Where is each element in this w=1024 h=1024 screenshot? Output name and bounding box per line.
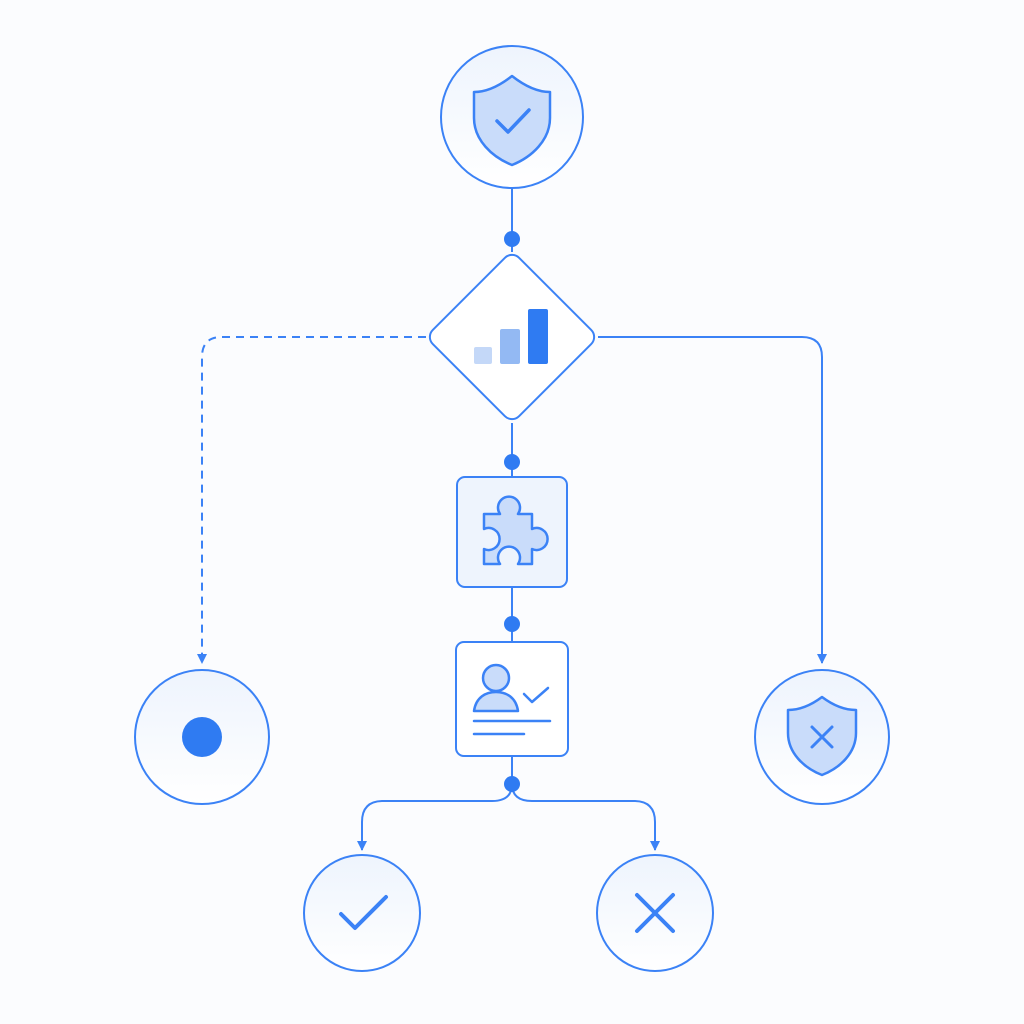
approve-node[interactable] <box>303 854 421 972</box>
decision-node[interactable] <box>426 251 599 424</box>
end-right-node[interactable] <box>754 669 890 805</box>
checkmark-icon <box>339 895 388 930</box>
signal-bars-icon <box>474 309 548 364</box>
id-card-check-icon <box>472 663 552 736</box>
connector-start-to-decision <box>504 188 520 252</box>
junction-dot <box>504 454 520 470</box>
junction-dot <box>504 776 520 792</box>
module-node[interactable] <box>456 476 568 588</box>
end-left-node[interactable] <box>134 669 270 805</box>
shield-check-icon <box>472 74 552 167</box>
verification-node[interactable] <box>455 641 569 757</box>
junction-dot <box>504 616 520 632</box>
connector-decision-to-end-right <box>598 336 827 664</box>
connector-verification-split <box>357 756 660 851</box>
record-dot-icon <box>182 717 222 757</box>
puzzle-piece-icon <box>482 495 549 566</box>
connector-decision-to-module <box>504 423 520 477</box>
shield-x-icon <box>786 695 858 777</box>
x-mark-icon <box>635 893 675 933</box>
start-node[interactable] <box>440 45 584 189</box>
junction-dot <box>504 231 520 247</box>
connector-module-to-verification <box>504 587 520 642</box>
reject-node[interactable] <box>596 854 714 972</box>
connector-decision-to-end-left <box>197 336 426 664</box>
